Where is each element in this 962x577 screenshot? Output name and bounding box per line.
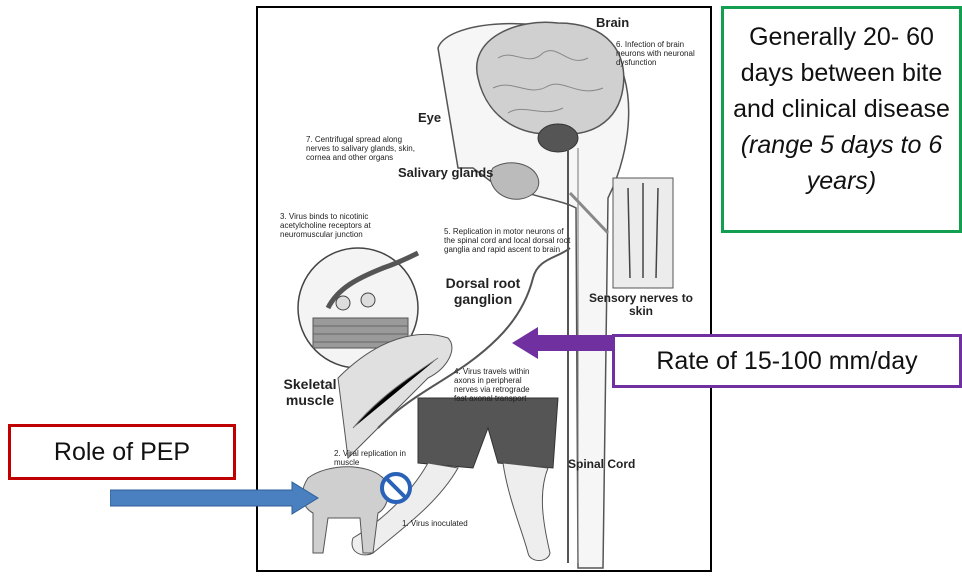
pep-role-text: Role of PEP	[54, 438, 190, 467]
label-step5: 5. Replication in motor neurons of the s…	[444, 228, 574, 255]
label-skeletal-muscle: Skeletal muscle	[272, 377, 348, 408]
shorts-drawing	[418, 398, 558, 468]
incubation-range-text: (range 5 days to 6 years)	[741, 131, 943, 195]
transport-rate-callout: Rate of 15-100 mm/day	[612, 334, 962, 388]
label-step3: 3. Virus binds to nicotinic acetylcholin…	[280, 213, 410, 240]
label-step2: 2. Viral replication in muscle	[334, 450, 414, 468]
transport-rate-text: Rate of 15-100 mm/day	[656, 347, 917, 376]
label-step1: 1. Virus inoculated	[402, 520, 468, 529]
no-entry-icon	[382, 474, 410, 502]
label-salivary-glands: Salivary glands	[398, 166, 493, 181]
rabies-pathogenesis-diagram: Brain 6. Infection of brain neurons with…	[256, 6, 712, 572]
label-brain: Brain	[596, 16, 629, 31]
label-sensory-nerves: Sensory nerves to skin	[576, 292, 706, 319]
pep-role-callout: Role of PEP	[8, 424, 236, 480]
label-step7: 7. Centrifugal spread along nerves to sa…	[306, 136, 428, 163]
label-step6: 6. Infection of brain neurons with neuro…	[616, 41, 708, 68]
incubation-period-text: Generally 20- 60 days between bite and c…	[733, 23, 950, 123]
rate-arrow	[510, 325, 615, 361]
label-eye: Eye	[418, 111, 441, 126]
pep-arrow	[110, 480, 320, 516]
label-dorsal-root-ganglion: Dorsal root ganglion	[428, 276, 538, 307]
incubation-period-callout: Generally 20- 60 days between bite and c…	[721, 6, 962, 233]
label-spinal-cord: Spinal Cord	[568, 458, 635, 471]
salivary-gland-drawing	[490, 163, 539, 200]
label-step4: 4. Virus travels within axons in periphe…	[454, 368, 544, 404]
